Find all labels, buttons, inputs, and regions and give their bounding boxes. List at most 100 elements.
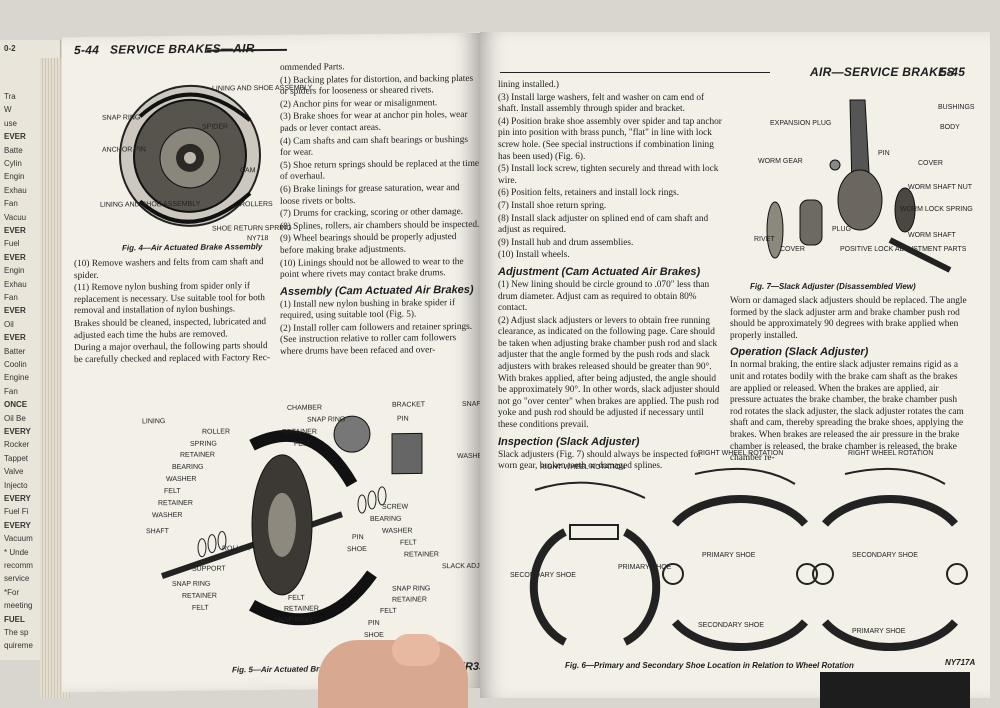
paragraph: (7) Drums for cracking, scoring or other… (280, 207, 464, 220)
fig5-label: FELT (288, 594, 305, 602)
fig4-label: CAM (240, 167, 256, 175)
paragraph: (6) Position felts, retainers and instal… (498, 188, 679, 199)
back-page-line: Engine (4, 373, 29, 383)
back-page-line: Cylin (4, 159, 22, 168)
back-page-line: Batte (4, 145, 23, 155)
fig5-label: BEARING (172, 463, 204, 472)
paragraph: (10) Remove washers and felts from cam s… (74, 257, 264, 281)
fig7-label: COVER (780, 246, 805, 253)
fig5-exploded-brake-illustration (161, 415, 423, 626)
paragraph: (10) Linings should not be allowed to we… (280, 256, 464, 280)
fig6-caption: Fig. 6—Primary and Secondary Shoe Locati… (565, 661, 854, 670)
fig5-label: FELT (164, 487, 181, 496)
fig7-label: EXPANSION PLUG (770, 120, 832, 127)
paragraph: (4) Position brake shoe assembly over sp… (498, 116, 722, 162)
fig5-label: RETAINER (284, 605, 319, 613)
header-rule (207, 48, 287, 52)
fig4-label: ROLLERS (240, 200, 273, 209)
fig5-label: SNAP RING (172, 580, 211, 589)
right-page: AIR—SERVICE BRAKES 5-45 lining installed… (480, 32, 990, 698)
back-page-line: FUEL (4, 614, 25, 624)
fig7-label: WORM SHAFT NUT (908, 184, 973, 191)
back-page-line: recomm (4, 561, 33, 570)
back-page-line: quireme (4, 641, 33, 651)
fig5-label: BEARING (370, 515, 402, 523)
fig5-label: BRACKET (392, 401, 426, 409)
fig5-label: FELT (192, 604, 209, 612)
paragraph: (7) Install shoe return spring. (498, 200, 607, 211)
right-column-1: lining installed.)(3) Install large wash… (498, 80, 722, 474)
back-page-line: service (4, 574, 30, 584)
back-page-line: EVER (4, 132, 26, 142)
left-page: 5-44 SERVICE BRAKES—AIR LINING AND SHOE … (62, 32, 503, 693)
fig5-label: WASHER (382, 527, 413, 535)
right-page-title: AIR—SERVICE BRAKES (810, 65, 955, 79)
back-page-line: Oil (4, 319, 14, 329)
fig7-slack-adjuster-illustration (766, 99, 952, 273)
paragraph: During a major overhaul, the following p… (74, 341, 270, 365)
back-page-line: Exhau (4, 279, 27, 289)
back-page-line: Tappet (4, 453, 29, 463)
fig4-label: ANCHOR PIN (102, 146, 146, 154)
fig5-label: LINING (142, 418, 166, 426)
paragraph: (10) Install wheels. (498, 250, 570, 261)
back-page-line: Oil Be (4, 413, 26, 423)
fig6-rotation-label: RIGHT WHEEL ROTATION (540, 464, 626, 471)
fig5-label: ROLLER (222, 545, 251, 553)
back-page-line: Fan (4, 293, 18, 302)
left-column-1: (10) Remove washers and felts from cam s… (74, 257, 274, 367)
assembly-heading: Assembly (Cam Actuated Air Brakes) (280, 283, 474, 298)
paragraph: (1) New lining should be circle ground t… (498, 279, 710, 314)
fig5-label: SPRING (190, 440, 217, 448)
back-page-line: EVER (4, 252, 26, 262)
fig4-label: SNAP RING (102, 114, 141, 122)
fig5-label: SHAFT (146, 528, 169, 536)
back-page-line: EVERY (4, 520, 31, 530)
fig7-caption: Fig. 7—Slack Adjuster (Disassembled View… (750, 282, 916, 291)
back-page-line: EVER (4, 226, 26, 235)
paragraph: (3) Install large washers, felt and wash… (498, 92, 705, 115)
paragraph: In normal braking, the entire slack adju… (730, 360, 964, 464)
fig4-brake-assembly-illustration (119, 84, 261, 227)
back-page-line: * Unde (4, 547, 29, 557)
fig4-caption: Fig. 4—Air Actuated Brake Assembly (122, 242, 263, 253)
fig5-label: PIN (397, 415, 409, 423)
fig5-label: ROLLER (202, 428, 231, 436)
paragraph: (5) Shoe return springs should be replac… (280, 158, 480, 183)
back-page-line: EVER (4, 333, 26, 343)
fig6-code: NY717A (945, 658, 976, 667)
fig5-label: PIN (368, 619, 380, 627)
right-column-2: Worn or damaged slack adjusters should b… (730, 296, 968, 466)
back-page-line: Vacuu (4, 212, 27, 222)
fig5-label: WASHER (166, 475, 197, 484)
back-page-line: *For (4, 587, 20, 597)
fig6-rotation-label: RIGHT WHEEL ROTATION (698, 450, 784, 457)
fig6-shoe-label: SECONDARY SHOE (698, 622, 764, 629)
fig5-label: RETAINER (282, 428, 317, 436)
back-page-line: Fan (4, 386, 18, 396)
fig7-label: WORM SHAFT (908, 232, 956, 239)
fig5-label: SUPPORT (192, 565, 226, 573)
fingertip (392, 634, 440, 666)
fig7-label: BODY (940, 124, 960, 131)
paragraph: (9) Install hub and drum assemblies. (498, 237, 634, 248)
back-page-line: Fan (4, 199, 18, 209)
back-page-line: W (4, 105, 12, 115)
fig5-label: FELT (294, 440, 311, 448)
fig5-label: RETAINER (182, 592, 217, 600)
paragraph: (5) Install lock screw, tighten securely… (498, 164, 719, 186)
fig7-label: PLUG (832, 226, 852, 233)
paragraph: Slack adjusters (Fig. 7) should always b… (498, 449, 702, 472)
back-page-line: EVER (4, 306, 26, 316)
fig5-label: SHOE (347, 545, 367, 554)
fig6-shoe-label: PRIMARY SHOE (702, 552, 756, 559)
back-page-line: EVERY (4, 494, 31, 503)
fig5-label: FELT (400, 539, 417, 547)
header-rule (500, 72, 770, 73)
fig5-label: SCREW (382, 503, 409, 511)
fig7-label: BUSHINGS (938, 104, 975, 111)
back-page-line: Engin (4, 266, 25, 276)
paragraph: (2) Adjust slack adjusters or levers to … (498, 315, 720, 431)
fig5-label: SNAP RING (392, 585, 431, 593)
